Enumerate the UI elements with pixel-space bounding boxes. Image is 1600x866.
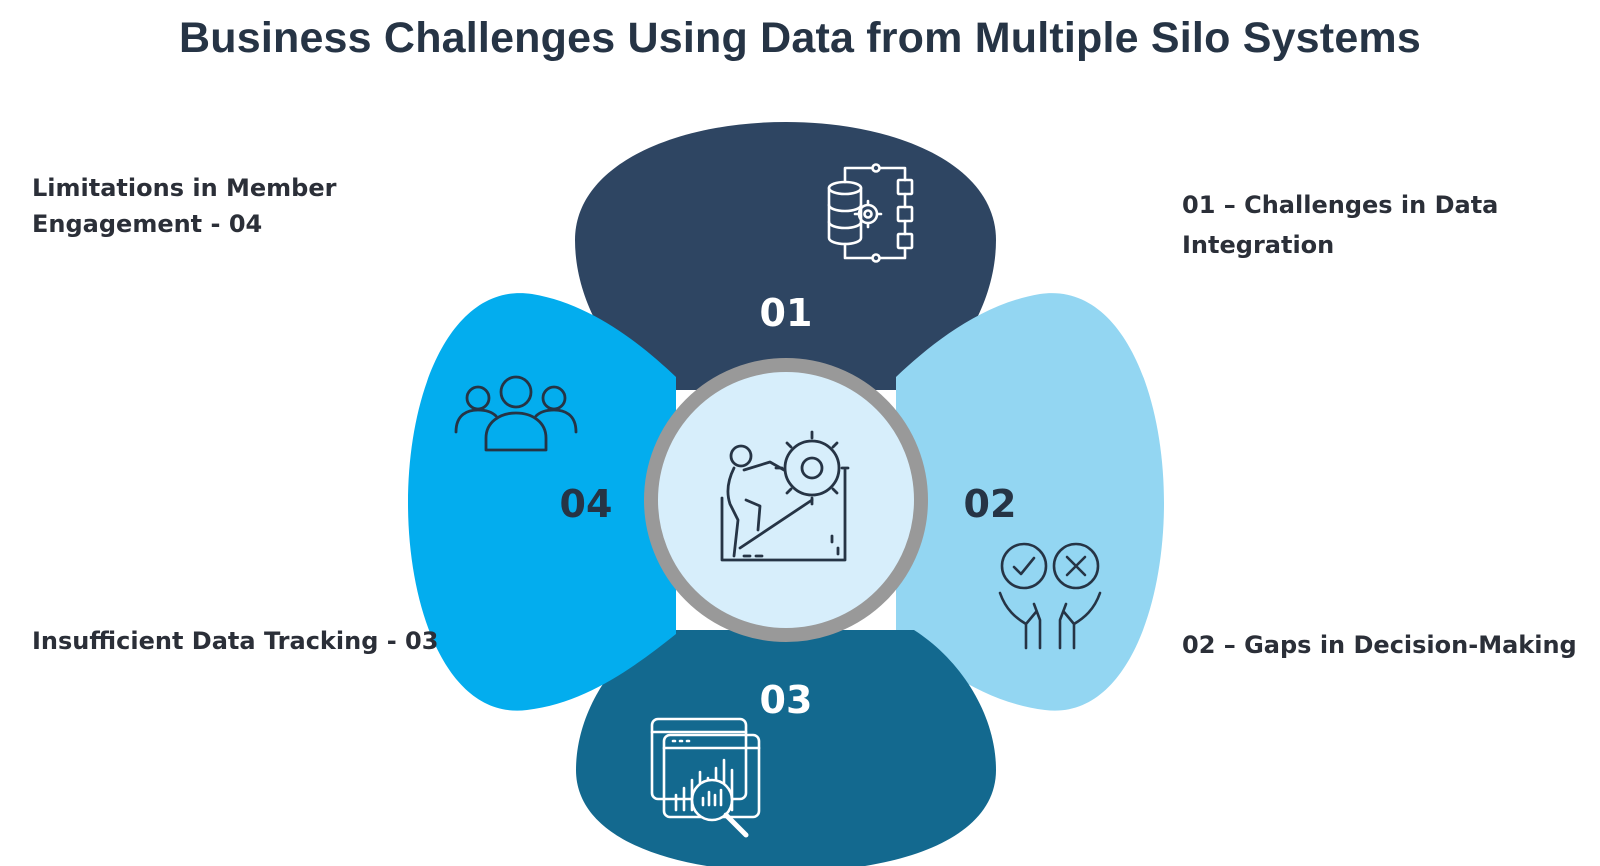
petal-01: 01: [575, 122, 996, 390]
label-item-01-line1: 01 – Challenges in Data: [1182, 191, 1499, 219]
page-title: Business Challenges Using Data from Mult…: [179, 14, 1421, 62]
label-item-02-line1: 02 – Gaps in Decision-Making: [1182, 631, 1577, 659]
decision-hands-icon: [998, 542, 1102, 650]
label-item-03: Insufficient Data Tracking - 03: [32, 623, 438, 660]
person-pushing-gear-icon: [720, 430, 850, 562]
petal-03-number: 03: [760, 678, 813, 722]
petal-03: 03: [576, 630, 996, 866]
label-item-02: 02 – Gaps in Decision-Making: [1182, 627, 1577, 664]
center-hub: [644, 358, 928, 642]
petal-04-number: 04: [560, 482, 613, 526]
petal-01-number: 01: [760, 291, 813, 335]
label-item-01: 01 – Challenges in Data Integration: [1182, 185, 1498, 265]
team-group-icon: [454, 375, 578, 452]
label-item-04-line1: Limitations in Member: [32, 174, 337, 202]
label-item-01-line2: Integration: [1182, 231, 1335, 259]
label-item-04-line2: Engagement - 04: [32, 210, 263, 238]
label-item-03-line1: Insufficient Data Tracking - 03: [32, 627, 439, 655]
petal-04: 04: [408, 293, 676, 711]
label-item-04: Limitations in Member Engagement - 04: [32, 170, 336, 242]
petal-02: 02: [896, 293, 1164, 711]
data-analytics-magnifier-icon: [650, 717, 761, 838]
petal-02-number: 02: [964, 482, 1017, 526]
database-workflow-icon: [827, 163, 914, 263]
